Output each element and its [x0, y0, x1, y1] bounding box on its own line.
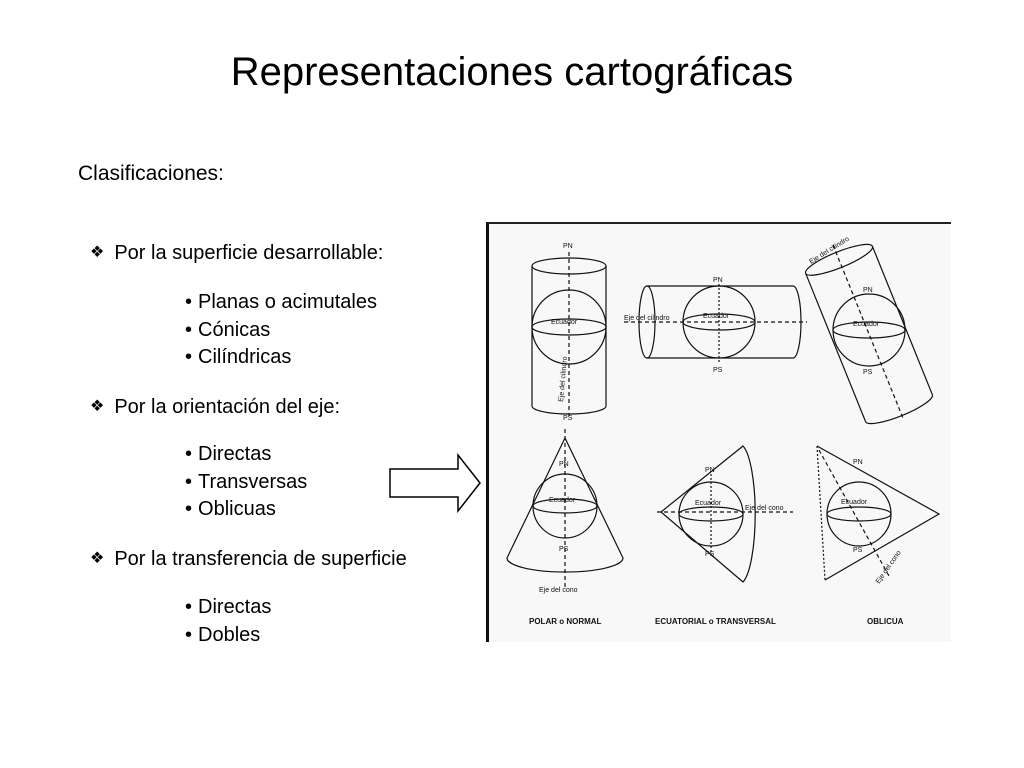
category-superficie: ❖ Por la superficie desarrollable:: [90, 240, 383, 266]
caption-oblicua: OBLICUA: [867, 617, 904, 626]
bullet-icon: •: [185, 623, 193, 646]
bullet-icon: •: [185, 291, 193, 313]
label-eje-cono: Eje del cono: [875, 549, 903, 585]
diamond-icon: ❖: [90, 398, 105, 415]
cone-transversal: [657, 445, 793, 583]
label-ecuador: Ecuador: [841, 499, 868, 506]
diamond-icon: ❖: [90, 244, 105, 261]
label-ps: PS: [705, 551, 715, 558]
category-label: Por la transferencia de superficie: [114, 548, 407, 570]
label-ps: PS: [563, 415, 573, 422]
list-item: •Transversas: [185, 470, 308, 493]
category-label: Por la superficie desarrollable:: [114, 242, 384, 264]
cylinder-transversal: [624, 284, 807, 362]
label-eje-cilindro: Eje del cilindro: [624, 315, 670, 322]
subtitle: Clasificaciones:: [78, 162, 224, 185]
caption-ecuatorial: ECUATORIAL o TRANSVERSAL: [655, 617, 776, 626]
label-ecuador: Ecuador: [549, 497, 576, 504]
label-ps: PS: [853, 547, 863, 554]
projection-diagram: PN PS Ecuador Eje del cilindro PN PS Ecu…: [486, 222, 951, 642]
label-ps: PS: [713, 367, 723, 374]
diamond-icon: ❖: [90, 550, 105, 567]
category-transferencia-list: •Directas •Dobles: [185, 594, 271, 649]
label-ecuador: Ecuador: [695, 500, 722, 507]
label-eje-cilindro: Eje del cilindro: [558, 356, 569, 402]
label-pn: PN: [563, 243, 573, 250]
bullet-icon: •: [185, 596, 193, 618]
label-ps: PS: [559, 546, 569, 553]
list-item: •Directas: [185, 443, 272, 465]
cone-polar: [506, 429, 624, 590]
projection-diagram-svg: PN PS Ecuador Eje del cilindro PN PS Ecu…: [506, 236, 941, 626]
bullet-icon: •: [185, 443, 193, 465]
label-pn: PN: [853, 459, 863, 466]
label-pn: PN: [559, 461, 569, 468]
category-orientacion: ❖ Por la orientación del eje:: [90, 394, 340, 420]
cone-oblicuo: [816, 445, 941, 581]
category-label: Por la orientación del eje:: [114, 396, 341, 418]
bullet-icon: •: [185, 318, 193, 341]
label-ecuador: Ecuador: [703, 313, 730, 320]
label-pn: PN: [705, 467, 715, 474]
label-pn: PN: [713, 277, 723, 284]
label-eje-cilindro: Eje del cilindro: [808, 236, 850, 266]
label-ecuador: Ecuador: [551, 319, 578, 326]
list-item: •Cilíndricas: [185, 346, 292, 368]
bullet-icon: •: [185, 470, 193, 493]
list-item: •Oblicuas: [185, 498, 276, 520]
category-orientacion-list: •Directas •Transversas •Oblicuas: [185, 441, 307, 524]
bullet-icon: •: [185, 346, 193, 368]
list-item: •Planas o acimutales: [185, 291, 377, 313]
list-item: •Dobles: [185, 623, 261, 646]
label-eje-cono: Eje del cono: [539, 587, 578, 594]
category-transferencia: ❖ Por la transferencia de superficie: [90, 546, 407, 572]
label-ecuador: Ecuador: [853, 321, 880, 328]
cylinder-oblicuo: [804, 243, 934, 425]
list-item: •Directas: [185, 596, 272, 618]
label-eje-cono: Eje del cono: [745, 505, 784, 512]
label-pn: PN: [863, 287, 873, 294]
cylinder-polar: [531, 252, 607, 416]
label-ps: PS: [863, 369, 873, 376]
slide-title: Representaciones cartográficas: [230, 50, 794, 94]
bullet-icon: •: [185, 498, 193, 520]
right-arrow-icon: [389, 452, 481, 514]
caption-polar: POLAR o NORMAL: [529, 617, 602, 626]
list-item: •Cónicas: [185, 318, 271, 341]
category-superficie-list: •Planas o acimutales •Cónicas •Cilíndric…: [185, 289, 377, 372]
